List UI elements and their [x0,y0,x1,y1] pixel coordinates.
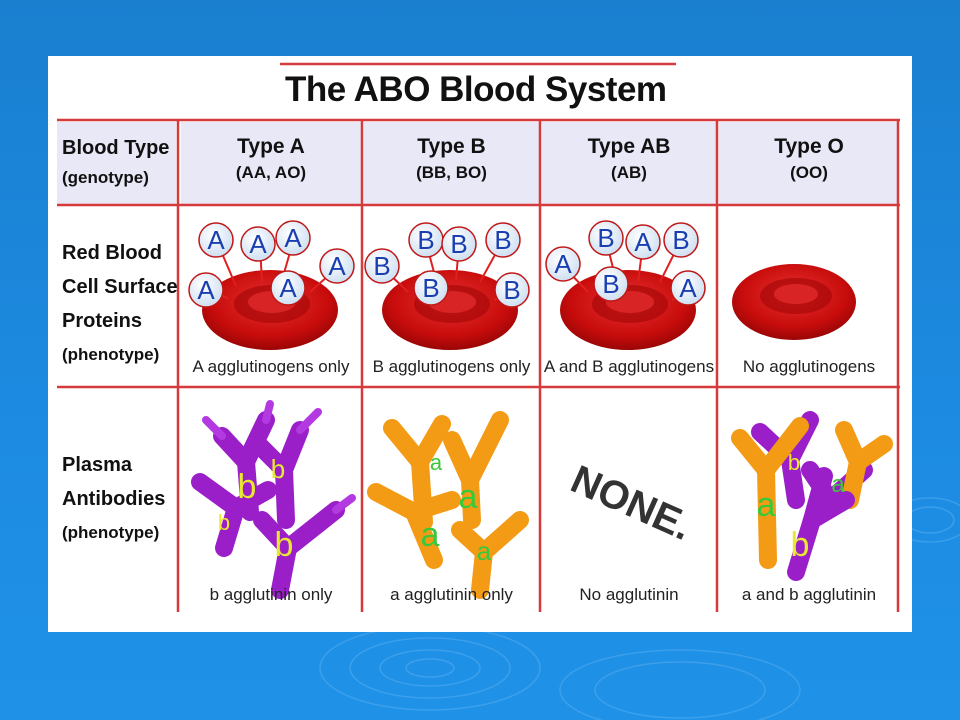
antibody-letter: b [275,526,294,564]
column-genotype: (OO) [790,163,828,182]
row-label-sub: (phenotype) [62,523,160,542]
row-label-blood-type: Blood Type (genotype) [62,133,169,193]
column-type: Type B [417,135,486,158]
row-label-line: Plasma [62,454,133,476]
antibody-letter: b [791,526,810,564]
antigen-letter: B [602,269,619,299]
none-label: NONE. [564,457,698,549]
column-genotype: (AB) [611,163,647,182]
antibody-letter: b [788,450,800,475]
antigen-letter: A [634,227,652,257]
antigens-type-ab [545,220,706,306]
plasma-caption-type-b: a agglutinin only [390,585,513,604]
red-blood-cell-type-ab [560,239,696,350]
antigen-letter: B [503,275,520,305]
plasma-caption-type-ab: No agglutinin [579,585,679,604]
antigen-letter: A [554,249,572,279]
antigens-type-b [364,222,530,308]
antibody-letter: a [757,486,776,524]
row-label-plasma: Plasma Antibodies (phenotype) [62,448,165,550]
antigen-letter: A [197,275,215,305]
antibody-letter: a [477,536,492,566]
antibody-letter: a [430,450,443,475]
antigen-letter: A [328,251,346,281]
column-genotype: (BB, BO) [416,163,487,182]
antigen-letter: B [672,225,689,255]
column-type: Type O [774,135,844,158]
column-header-type-o: Type O (OO) [719,134,899,186]
antibodies-type-o [731,411,893,581]
rbc-caption-type-b: B agglutinogens only [372,357,531,376]
antigen-letter: A [679,273,697,303]
red-blood-cell-type-o [732,264,856,340]
column-type: Type AB [587,135,671,158]
antigen-letter: A [284,223,302,253]
antibodies-type-b [367,411,529,599]
antibody-letter: a [831,471,845,498]
antigens-type-a [188,220,355,308]
column-genotype: (AA, AO) [235,163,307,182]
row-label-sub: (genotype) [62,168,149,187]
rbc-caption-type-o: No agglutinogens [742,357,876,376]
header-bg-type-ab [542,122,716,204]
column-header-type-b: Type B (BB, BO) [364,134,539,186]
antibody-letter: b [218,510,230,535]
antigen-letter: B [597,223,614,253]
antigen-letter: B [450,229,467,259]
row-label-line: Antibodies [62,488,166,510]
antigen-letter: B [373,251,390,281]
column-header-type-ab: Type AB (AB) [542,134,716,186]
rbc-caption-type-ab: A and B agglutinogens [543,357,715,376]
antibodies-type-a [191,400,356,599]
header-bg-blood-type [57,122,176,204]
header-bg-type-o [719,122,899,204]
row-label-line: Blood Type [62,137,170,159]
header-bg-type-a [181,122,361,204]
column-type: Type A [237,135,305,158]
row-label-sub: (phenotype) [62,345,160,364]
antigen-letter: A [279,273,297,303]
antibody-letter: b [238,468,257,506]
antibody-letter: b [271,454,285,484]
row-label-rbc: Red Blood Cell Surface Proteins (phenoty… [62,236,178,372]
rbc-caption-type-a: A agglutinogens only [192,357,350,376]
row-label-line: Cell Surface [62,276,178,298]
row-label-line: Proteins [62,310,143,332]
row-label-line: Red Blood [62,242,162,264]
antigen-letter: B [494,225,511,255]
antigen-letter: B [422,273,439,303]
plasma-caption-type-a: b agglutinin only [209,585,333,604]
page-title: The ABO Blood System [285,70,667,109]
antibody-letter: a [459,478,478,516]
antigen-letter: A [249,229,267,259]
antigen-letter: B [417,225,434,255]
antibody-letter: a [421,516,440,554]
column-header-type-a: Type A (AA, AO) [181,134,361,186]
antigen-letter: A [207,225,225,255]
header-bg-type-b [364,122,539,204]
plasma-caption-type-o: a and b agglutinin [741,585,877,604]
